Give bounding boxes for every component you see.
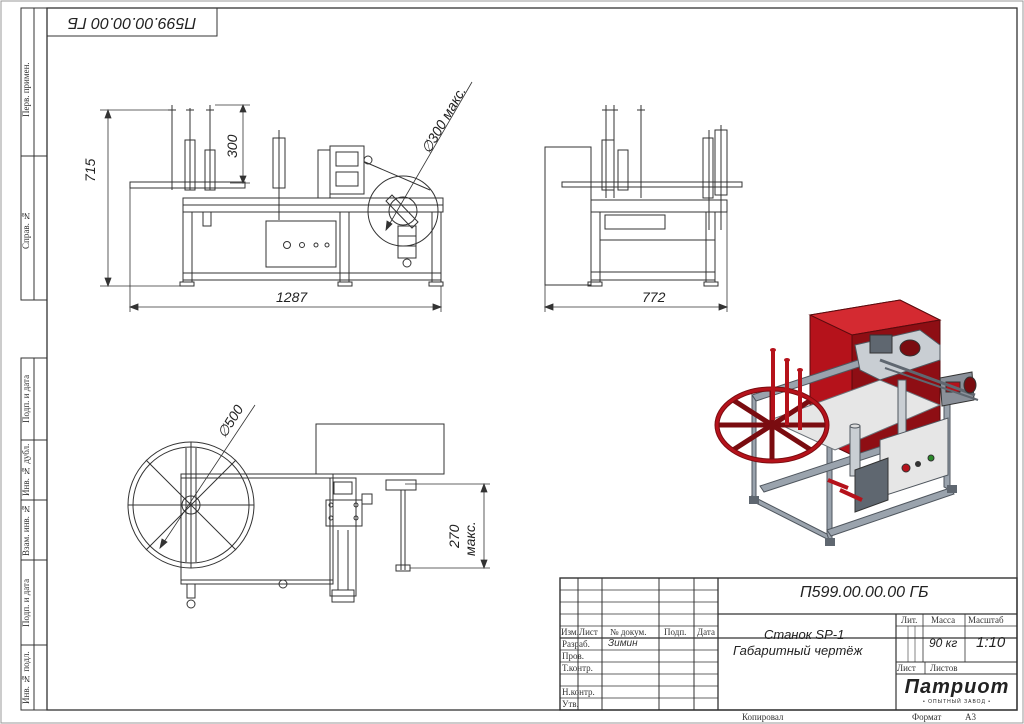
company-logo: Патриот bbox=[904, 676, 1010, 698]
isometric-view bbox=[714, 299, 979, 546]
side-view bbox=[544, 105, 743, 287]
dimension-front-top: 300 bbox=[224, 134, 240, 158]
stamp-label-podp-data-2: Подп. и дата bbox=[21, 578, 31, 628]
stamp-label-sprav: Справ. № bbox=[21, 210, 31, 250]
format-value: А3 bbox=[965, 712, 976, 722]
label-utv: Утв. bbox=[562, 699, 579, 709]
dimension-top-depth: 270 bbox=[446, 524, 462, 548]
col-list: Лист bbox=[579, 627, 598, 637]
label-razrab: Разраб. bbox=[562, 639, 590, 649]
label-massa: Масса bbox=[931, 615, 956, 625]
label-masshtab: Масштаб bbox=[968, 615, 1004, 625]
mass-value: 90 кг bbox=[929, 636, 958, 650]
col-podp: Подп. bbox=[664, 627, 687, 637]
col-doc: № докум. bbox=[610, 627, 647, 637]
front-view bbox=[129, 105, 444, 287]
col-data: Дата bbox=[697, 627, 715, 637]
label-prov: Пров. bbox=[562, 651, 584, 661]
document-code: П599.00.00.00 ГБ bbox=[800, 584, 929, 601]
copied-label: Копировал bbox=[742, 712, 784, 722]
razrab-name: Зимин bbox=[608, 638, 638, 649]
top-view-dimensions bbox=[159, 404, 490, 570]
top-view bbox=[127, 423, 445, 609]
stamp-label-perv-primen: Перв. примен. bbox=[21, 62, 31, 118]
col-izm: Изм. bbox=[561, 627, 579, 637]
stamp-label-vzam-inv: Взам. инв. № bbox=[21, 503, 31, 557]
side-view-dimensions bbox=[543, 212, 729, 312]
format-label: Формат bbox=[912, 712, 942, 722]
dimension-front-width: 1287 bbox=[276, 289, 308, 305]
dimension-front-height: 715 bbox=[82, 158, 98, 182]
label-listov: Листов bbox=[930, 663, 958, 673]
scale-value: 1:10 bbox=[976, 634, 1006, 651]
title-line-1: Станок SP-1 bbox=[764, 627, 845, 642]
label-list: Лист bbox=[897, 663, 916, 673]
side-stamp-grid bbox=[20, 7, 48, 711]
stamp-label-podp-data-1: Подп. и дата bbox=[21, 374, 31, 424]
dimension-top-depth-note: макс. bbox=[462, 521, 478, 556]
dimension-side-width: 772 bbox=[642, 289, 666, 305]
mirrored-document-code: П599.00.00.00 ГБ bbox=[67, 14, 197, 31]
label-nkontr: Н.контр. bbox=[562, 687, 595, 697]
front-view-dimensions bbox=[100, 81, 473, 312]
label-tkontr: Т.контр. bbox=[562, 663, 593, 673]
company-tagline: • ОПЫТНЫЙ ЗАВОД • bbox=[923, 699, 991, 705]
stamp-label-inv-dubl: Инв. № дубл. bbox=[21, 443, 31, 497]
title-block-grid bbox=[559, 577, 1018, 711]
title-line-2: Габаритный чертёж bbox=[733, 643, 863, 658]
stamp-label-inv-podl: Инв. № подл. bbox=[21, 651, 31, 705]
label-lit: Лит. bbox=[901, 615, 918, 625]
